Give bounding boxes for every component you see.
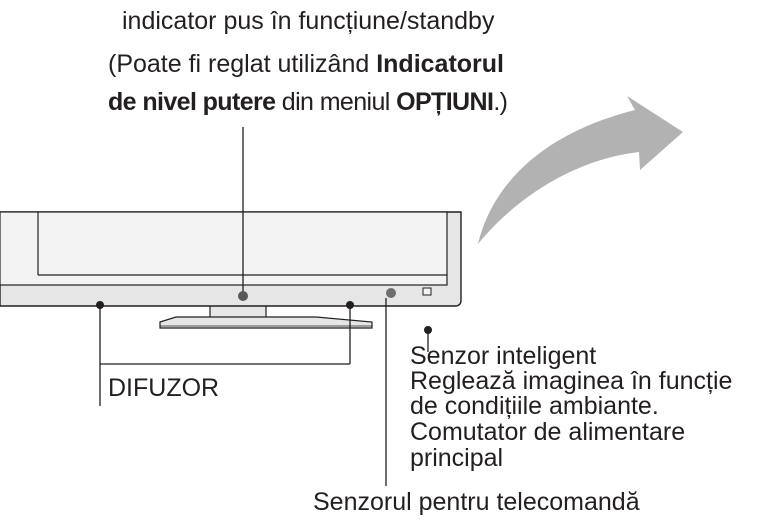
power-indicator-note-line2: de nivel putere din meniul OPȚIUNI.) [108, 88, 508, 116]
rotate-arrow-icon [478, 96, 683, 244]
remote-sensor-label: Senzorul pentru telecomandă [313, 488, 640, 516]
speaker-label: DIFUZOR [108, 374, 220, 402]
callout-lines [99, 127, 429, 486]
intelligent-sensor-desc-line1: Reglează imaginea în funcție [410, 367, 733, 395]
callout-dots [96, 301, 432, 334]
tv-screen [0, 211, 448, 286]
main-power-switch-label-line1: Comutator de alimentare [410, 418, 686, 446]
intelligent-sensor-icon [422, 287, 432, 296]
power-indicator-note-line1: (Poate fi reglat utilizând Indicatorul [108, 50, 504, 78]
remote-sensor-icon [386, 288, 396, 298]
power-standby-indicator [238, 291, 248, 301]
intelligent-sensor-desc-line2: de condițiile ambiante. [410, 392, 659, 420]
main-power-switch-label-line2: principal [410, 444, 504, 472]
power-indicator-caption: indicator pus în funcțiune/standby [122, 7, 495, 35]
intelligent-sensor-title: Senzor inteligent [410, 342, 597, 370]
